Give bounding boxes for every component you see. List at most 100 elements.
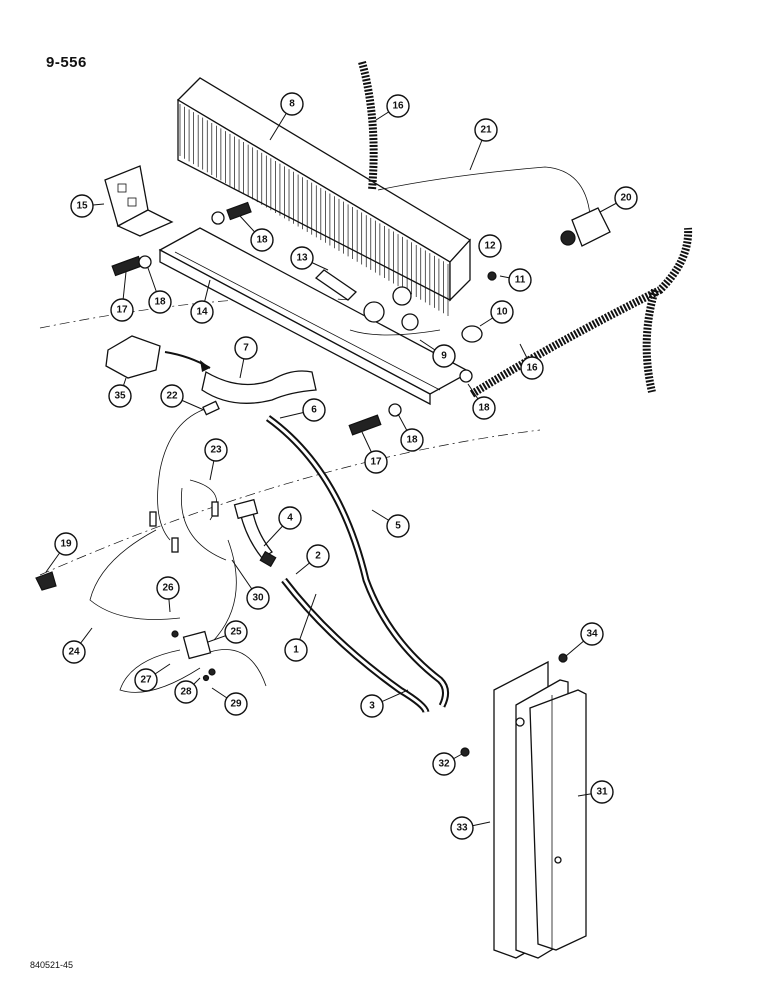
callout-label: 2 bbox=[315, 551, 321, 562]
callout-circle bbox=[204, 438, 228, 462]
callout-circle bbox=[246, 586, 270, 610]
callout-circle bbox=[156, 576, 180, 600]
heater-core bbox=[176, 77, 472, 316]
callout-circle bbox=[364, 450, 388, 474]
callout-label: 10 bbox=[496, 307, 508, 318]
callout-label: 22 bbox=[166, 391, 178, 402]
heater-tray bbox=[158, 227, 472, 406]
callout-circle bbox=[520, 356, 544, 380]
callout-circle bbox=[70, 194, 94, 218]
callout-circle bbox=[432, 344, 456, 368]
callout-circle bbox=[134, 668, 158, 692]
callout-label: 5 bbox=[395, 521, 401, 532]
callout-circle bbox=[280, 92, 304, 116]
insulation-block bbox=[105, 335, 211, 379]
callout-circle bbox=[450, 816, 474, 840]
callout-circle bbox=[62, 640, 86, 664]
callout-label: 18 bbox=[406, 435, 418, 446]
callout-label: 25 bbox=[230, 627, 242, 638]
callout-label: 26 bbox=[162, 583, 174, 594]
callout-label: 28 bbox=[180, 687, 192, 698]
callout-label: 27 bbox=[140, 675, 152, 686]
resistor-block bbox=[171, 630, 216, 682]
callout-label: 34 bbox=[586, 629, 598, 640]
callout-label: 1 bbox=[293, 645, 299, 656]
callout-label: 17 bbox=[116, 305, 128, 316]
callout-circle bbox=[108, 384, 132, 408]
callout-circle bbox=[306, 544, 330, 568]
callout-label: 9 bbox=[441, 351, 447, 362]
callout-label: 18 bbox=[256, 235, 268, 246]
callout-circle bbox=[360, 694, 384, 718]
centerline bbox=[39, 297, 541, 576]
drawing-number: 840521-45 bbox=[30, 960, 74, 970]
drain-plug bbox=[35, 571, 57, 591]
heater-hose-5-inner bbox=[267, 416, 447, 707]
callout-label: 18 bbox=[154, 297, 166, 308]
callout-circle bbox=[190, 300, 214, 324]
callout-label: 30 bbox=[252, 593, 264, 604]
callout-circle bbox=[290, 246, 314, 270]
callout-layer: 1234567891011121314151616171718181818192… bbox=[45, 92, 638, 840]
callout-circle bbox=[508, 268, 532, 292]
callout-label: 35 bbox=[114, 391, 126, 402]
control-switch bbox=[560, 207, 611, 247]
callout-label: 7 bbox=[243, 343, 249, 354]
callout-circle bbox=[224, 620, 248, 644]
callout-circle bbox=[386, 94, 410, 118]
callout-label: 21 bbox=[480, 125, 492, 136]
callout-circle bbox=[54, 532, 78, 556]
callout-circle bbox=[160, 384, 184, 408]
callout-label: 4 bbox=[287, 513, 293, 524]
heater-hose-drop bbox=[642, 288, 659, 393]
callout-label: 3 bbox=[369, 701, 375, 712]
callout-circle bbox=[250, 228, 274, 252]
callout-circle bbox=[278, 506, 302, 530]
callout-circle bbox=[490, 300, 514, 324]
callout-label: 31 bbox=[596, 787, 608, 798]
callout-label: 32 bbox=[438, 759, 450, 770]
hose-fitting bbox=[233, 498, 277, 568]
support-channel bbox=[493, 660, 587, 959]
callout-label: 16 bbox=[392, 101, 404, 112]
hose-elbow bbox=[201, 370, 317, 404]
callout-circle bbox=[148, 290, 172, 314]
callout-circle bbox=[614, 186, 638, 210]
callout-circle bbox=[432, 752, 456, 776]
callout-circle bbox=[110, 298, 134, 322]
callout-label: 23 bbox=[210, 445, 222, 456]
callout-label: 6 bbox=[311, 405, 317, 416]
callout-circle bbox=[474, 118, 498, 142]
callout-label: 8 bbox=[289, 99, 295, 110]
heater-hose-upper bbox=[358, 60, 378, 191]
control-cable bbox=[377, 166, 591, 216]
callout-circle bbox=[400, 428, 424, 452]
water-valve bbox=[314, 269, 483, 343]
callout-label: 15 bbox=[76, 201, 88, 212]
callout-circle bbox=[284, 638, 308, 662]
wiring-harness bbox=[89, 400, 267, 693]
callout-circle bbox=[302, 398, 326, 422]
callout-circle bbox=[386, 514, 410, 538]
callout-label: 14 bbox=[196, 307, 208, 318]
heater-hose-lower bbox=[469, 227, 693, 398]
callout-label: 19 bbox=[60, 539, 72, 550]
callout-label: 12 bbox=[484, 241, 496, 252]
callout-circle bbox=[224, 692, 248, 716]
callout-label: 29 bbox=[230, 699, 242, 710]
hose-clamps bbox=[111, 201, 473, 436]
callout-label: 33 bbox=[456, 823, 468, 834]
callout-circle bbox=[478, 234, 502, 258]
callout-circle bbox=[580, 622, 604, 646]
mounting-bracket bbox=[104, 165, 174, 237]
callout-circle bbox=[174, 680, 198, 704]
callout-label: 17 bbox=[370, 457, 382, 468]
page-number: 9-556 bbox=[46, 54, 87, 71]
callout-label: 13 bbox=[296, 253, 308, 264]
callout-label: 20 bbox=[620, 193, 632, 204]
callout-label: 16 bbox=[526, 363, 538, 374]
callout-circle bbox=[590, 780, 614, 804]
callout-circle bbox=[234, 336, 258, 360]
